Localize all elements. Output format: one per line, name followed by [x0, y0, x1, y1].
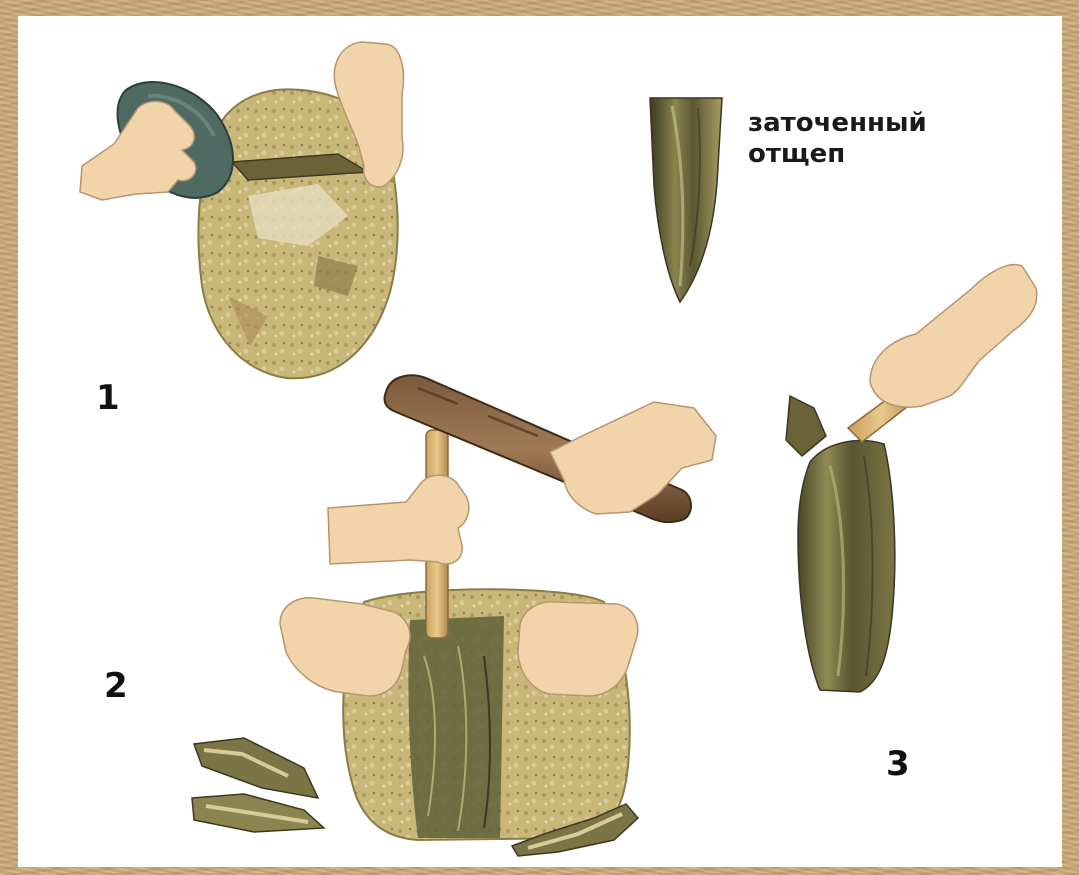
step-1-label: 1 [96, 378, 120, 418]
step2-hand-holding-punch [328, 475, 469, 564]
step2-hand-holding-stick [550, 402, 716, 514]
step3-chip [786, 396, 826, 456]
step-2-label: 2 [104, 666, 128, 706]
caption-line-2: отщеп [748, 139, 927, 170]
step2-right-hand-on-core [518, 602, 638, 696]
step3-flake [798, 441, 895, 692]
illustration-panel: 1 2 3 заточенный отщеп [18, 16, 1062, 867]
caption-line-1: заточенный [748, 108, 927, 139]
flake-caption: заточенный отщеп [748, 108, 927, 170]
step3-hand [870, 265, 1037, 408]
step-3-label: 3 [886, 744, 910, 784]
sharpened-flake [650, 98, 722, 302]
step2-left-hand-on-core [280, 598, 410, 696]
